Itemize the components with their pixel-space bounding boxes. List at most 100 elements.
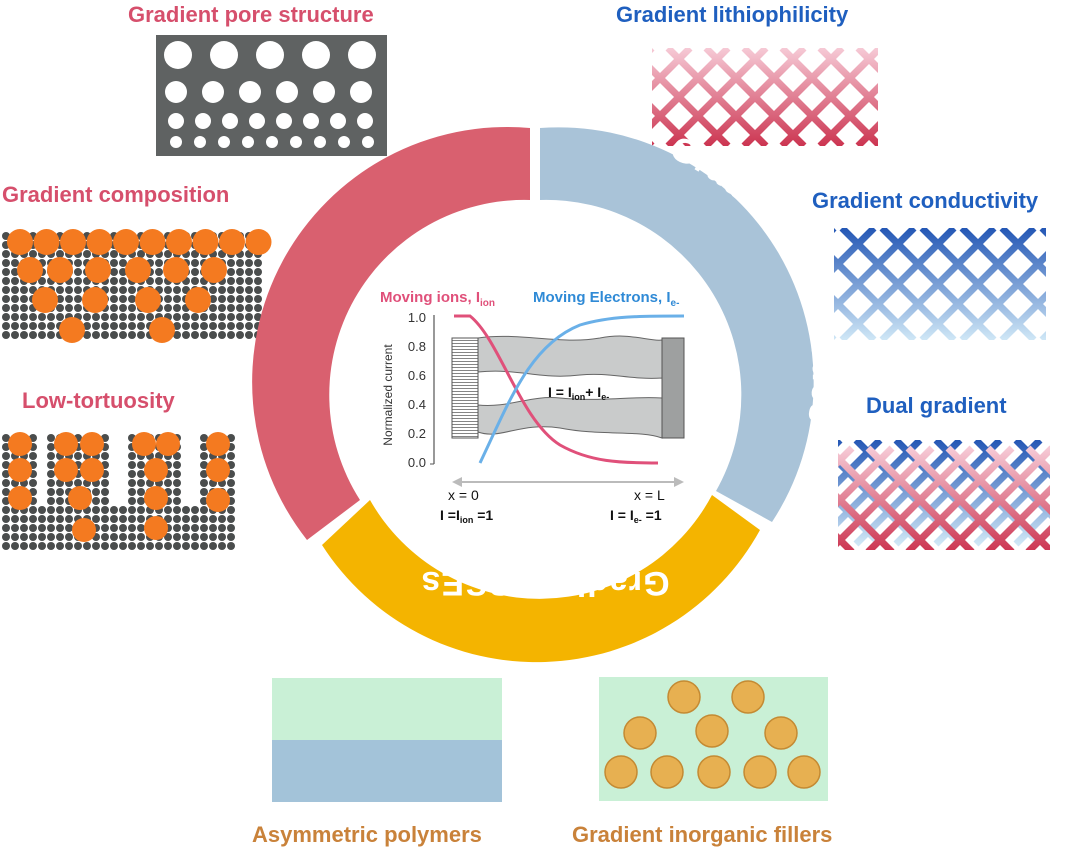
- label-low-tortuosity: Low-tortuosity: [22, 388, 175, 413]
- pore-structure-illustration: [156, 35, 387, 156]
- pore: [266, 136, 278, 148]
- ring-label-sses: Gradient SSEs: [420, 564, 669, 602]
- label-gradient-conductivity: Gradient conductivity: [812, 188, 1039, 213]
- y-tick-04: 0.4: [408, 397, 426, 412]
- lithiophilicity-mesh: [652, 48, 878, 146]
- left-boundary-equation: I =Iion =1: [440, 507, 493, 525]
- y-tick-02: 0.2: [408, 426, 426, 441]
- active-particle: [54, 458, 78, 482]
- pore: [165, 81, 187, 103]
- active-particle: [8, 458, 32, 482]
- pore: [313, 81, 335, 103]
- active-particle: [125, 257, 151, 283]
- filler-particle: [604, 755, 638, 789]
- current-collector-left: [451, 337, 479, 439]
- pore: [195, 113, 211, 129]
- filler-particle: [731, 680, 765, 714]
- active-particle: [149, 317, 175, 343]
- inorganic-fillers-illustration: [599, 677, 828, 801]
- active-particle: [85, 257, 111, 283]
- y-axis-label: Normalized current: [381, 344, 395, 446]
- filler-particle: [695, 714, 729, 748]
- pore: [168, 113, 184, 129]
- total-current-equation: I = Iion+ Ie-: [548, 384, 609, 402]
- active-particle: [206, 432, 230, 456]
- ions-label: Moving ions, Iion: [380, 289, 495, 309]
- composition-illustration: [2, 229, 272, 343]
- active-particle: [144, 458, 168, 482]
- center-plot: Moving ions, Iion Moving Electrons, Ie- …: [380, 289, 685, 525]
- y-tick-1: 1.0: [408, 310, 426, 325]
- asymmetric-polymers-illustration: [272, 678, 502, 802]
- active-particle: [139, 229, 166, 255]
- pore: [338, 136, 350, 148]
- pore: [348, 41, 376, 69]
- dual-gradient-mesh: [838, 440, 1050, 550]
- label-dual-gradient: Dual gradient: [866, 393, 1007, 418]
- label-asymmetric-polymers: Asymmetric polymers: [252, 822, 482, 847]
- y-tick-06: 0.6: [408, 368, 426, 383]
- active-particle: [80, 458, 104, 482]
- active-particle: [192, 229, 219, 255]
- active-particle: [60, 229, 86, 255]
- active-particle: [144, 516, 168, 540]
- ring-segment-sses: [322, 495, 760, 663]
- pore: [302, 41, 330, 69]
- active-particle: [201, 257, 227, 283]
- pore: [210, 41, 238, 69]
- x0-label: x = 0: [448, 487, 479, 503]
- y-tick-00: 0.0: [408, 455, 426, 470]
- electrons-label: Moving Electrons, Ie-: [533, 289, 679, 309]
- filler-particle: [764, 716, 798, 750]
- active-particle: [59, 317, 85, 343]
- active-particle: [86, 229, 113, 255]
- pore: [276, 81, 298, 103]
- filler-particle: [667, 680, 701, 714]
- filler-particle: [697, 755, 731, 789]
- active-particle: [156, 432, 180, 456]
- ions-curve: [454, 314, 659, 465]
- pore: [357, 113, 373, 129]
- pore: [242, 136, 254, 148]
- active-particle: [132, 432, 156, 456]
- filler-particle: [787, 755, 821, 789]
- active-particle: [17, 257, 43, 283]
- active-particle: [82, 287, 108, 313]
- xL-label: x = L: [634, 487, 665, 503]
- ring-segment-cathodes: [252, 126, 530, 540]
- pore: [249, 113, 265, 129]
- label-gradient-lithiophilicity: Gradient lithiophilicity: [616, 2, 849, 27]
- pore: [350, 81, 372, 103]
- active-particle: [8, 432, 32, 456]
- active-particle: [68, 486, 92, 510]
- pore: [303, 113, 319, 129]
- filler-particle: [650, 755, 684, 789]
- active-particle: [33, 229, 60, 255]
- active-particle: [54, 432, 78, 456]
- label-gradient-composition: Gradient composition: [2, 182, 230, 207]
- active-particle: [8, 486, 32, 510]
- pore: [222, 113, 238, 129]
- pore: [194, 136, 206, 148]
- ring-segment-anodes: [540, 127, 814, 522]
- active-particle: [72, 518, 96, 542]
- active-particle: [113, 229, 139, 255]
- pore: [330, 113, 346, 129]
- pore: [256, 41, 284, 69]
- filler-particle: [623, 716, 657, 750]
- pore: [314, 136, 326, 148]
- pore: [218, 136, 230, 148]
- pore: [202, 81, 224, 103]
- active-particle: [47, 257, 73, 283]
- active-particle: [7, 229, 33, 255]
- active-particle: [206, 488, 230, 512]
- active-particle: [219, 229, 245, 255]
- pore: [290, 136, 302, 148]
- electrons-curve: [478, 314, 685, 464]
- label-gradient-pore-structure: Gradient pore structure: [128, 2, 374, 27]
- filler-particle: [743, 755, 777, 789]
- right-boundary-equation: I = Ie- =1: [610, 507, 662, 525]
- pore: [276, 113, 292, 129]
- active-particle: [80, 432, 104, 456]
